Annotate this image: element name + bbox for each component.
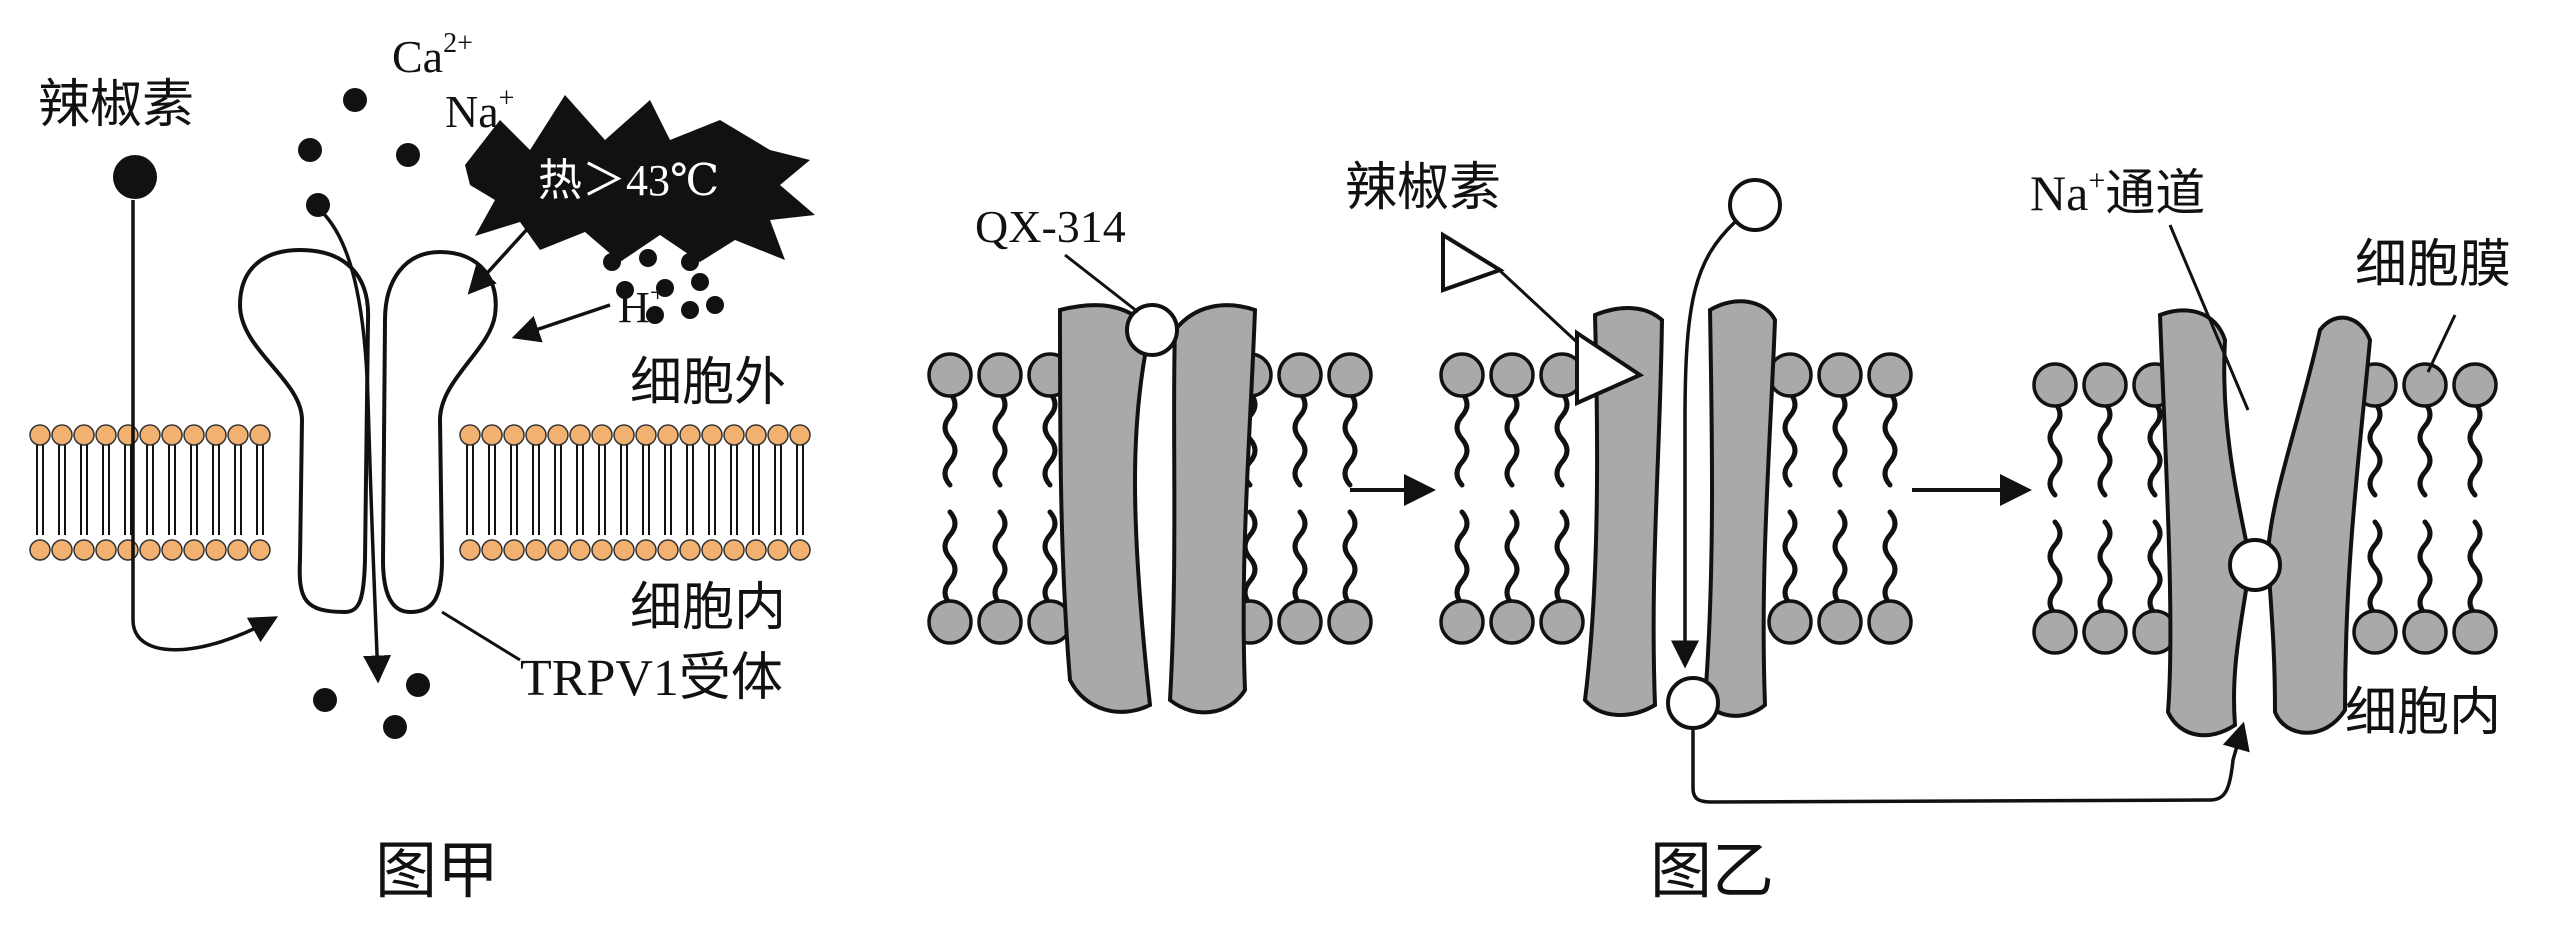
qx314-outside-2 [1728,178,1782,232]
ion-dots-outside [298,88,420,217]
lipid [1277,352,1323,645]
label-heat: 热＞43℃ [538,156,719,205]
caption-a: 图甲 [375,838,499,906]
receptor-leader-line [441,610,521,662]
label-capsaicin-b: 辣椒素 [1345,160,1501,217]
lipid [657,424,679,561]
capsaicin-path-arrow [131,200,279,652]
figure-a: 辣椒素 Ca2+ Na+ 热＞43℃ H+ 细胞外 细胞内 TRPV1受体 图甲 [29,28,815,906]
lipid [547,424,569,561]
qx314-molecule [1125,303,1179,357]
label-ca: Ca2+ [392,28,473,82]
lipid [73,424,95,561]
label-qx314: QX-314 [975,201,1126,252]
lipid [745,424,767,561]
qx314-inside-2 [1666,676,1720,730]
label-h: H+ [618,278,666,332]
lipid [227,424,249,561]
label-outside-a: 细胞外 [630,355,786,412]
lipid [977,352,1023,645]
lipid [161,424,183,561]
lipid [701,424,723,561]
capsaicin-triangle-upper [1441,231,1505,293]
label-inside-b: 细胞内 [2345,685,2501,742]
lipid [1817,352,1863,645]
lipid [525,424,547,561]
channel-3-left [2157,308,2253,738]
capsaicin-triangle-bound [1575,329,1645,407]
na-channel-leader-line [2168,224,2250,411]
membrane-units-b [927,352,2498,655]
lipid [249,424,271,561]
lipid [51,424,73,561]
channel-2-left [1582,306,1665,717]
heat-burst [465,95,815,262]
lipid [95,424,117,561]
ion-flow-arrow [320,210,392,684]
lipid [2402,362,2448,655]
lipid [679,424,701,561]
capsaicin-leader-line [1495,266,1582,347]
caption-b: 图乙 [1650,838,1774,906]
lipid [1767,352,1813,645]
label-inside-a: 细胞内 [630,580,786,637]
lipid [1489,352,1535,645]
trpv1-receptor [237,247,498,615]
na-channel-blocked [2157,308,2373,738]
lipid [481,424,503,561]
lipid [789,424,811,561]
lipid [569,424,591,561]
na-channel-closed [1057,303,1258,715]
na-channel-capsaicin [1582,299,1778,718]
lipid [117,424,139,561]
membrane-bilayer-a [29,424,811,561]
lipid [767,424,789,561]
ion-dots-inside [313,673,430,739]
label-na-channel: Na+通道 [2030,164,2205,221]
trpv1-left-subunit [237,247,371,615]
lipid [635,424,657,561]
lipid [2032,362,2078,655]
capsaicin-dot [113,155,157,199]
lipid [613,424,635,561]
lipid [503,424,525,561]
h-ion-arrow [511,303,611,343]
label-capsaicin-a: 辣椒素 [38,77,194,134]
label-receptor: TRPV1受体 [520,650,783,707]
lipid [459,424,481,561]
lipid [183,424,205,561]
channel-1-right [1167,303,1258,715]
label-membrane: 细胞膜 [2355,237,2511,294]
qx314-entry-arrow [1671,220,1737,669]
channel-2-right [1702,299,1778,718]
qx314-blocking [2228,538,2282,592]
heat-arrow [467,213,542,295]
lipid [2082,362,2128,655]
qx314-leader-line [1064,253,1139,314]
lipid [2452,362,2498,655]
lipid [1867,352,1913,645]
qx314-to-channel-arrow [1691,721,2250,804]
lipid [139,424,161,561]
label-na: Na+ [445,83,514,137]
lipid [1439,352,1485,645]
lipid [29,424,51,561]
lipid [1327,352,1373,645]
lipid [205,424,227,561]
channel-1-left [1057,303,1153,714]
lipid [927,352,973,645]
channel-3-right [2265,315,2373,735]
figure-b: QX-314 辣椒素 Na+通道 细胞膜 细胞内 图乙 [927,160,2511,906]
lipid [723,424,745,561]
lipid [591,424,613,561]
membrane-leader-line [2426,314,2457,373]
